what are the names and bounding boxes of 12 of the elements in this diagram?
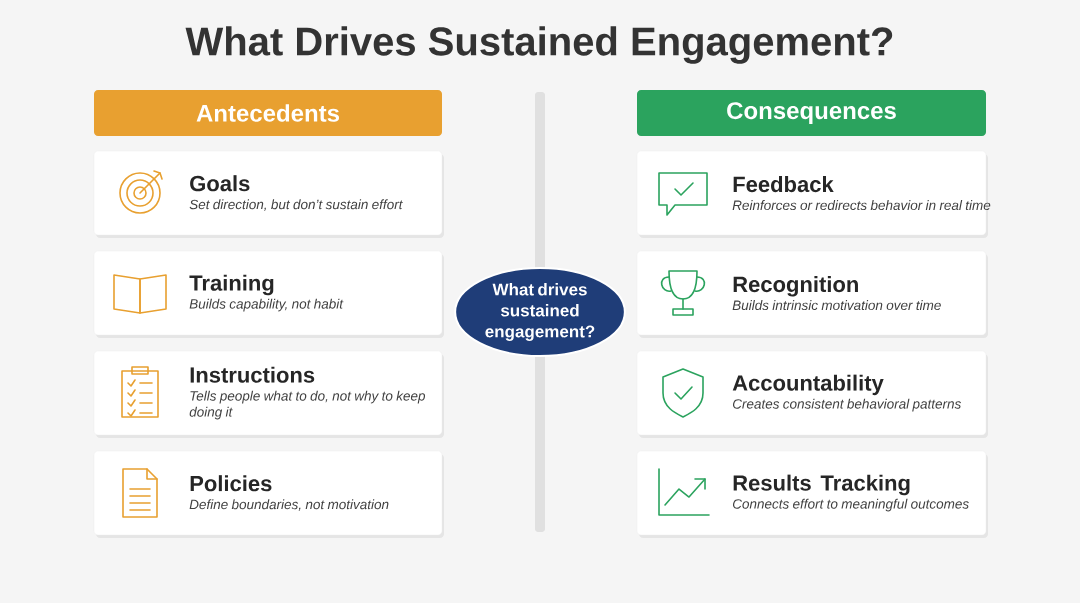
card: Goals Set direction, but don’t sustain effort [93,150,444,238]
card: Training Builds capability, not habit [93,250,444,338]
card: Instructions Tells people what to do, not why to keep doing it [93,350,444,438]
card: Accountability Creates consistent behavioral patterns [636,350,988,438]
card: Feedback Reinforces or redirects behavior in real time [636,150,991,238]
title: What Drives Sustained Engagement? [185,26,893,64]
section-header: Consequences [637,90,986,136]
card: Results Tracking Connects effort to meaningful outcomes [636,450,988,538]
section-header: Antecedents [94,90,442,136]
card: Recognition Builds intrinsic motivation over time [636,250,988,338]
center-oval: What drives sustained engagement? [454,267,626,357]
card: Policies Define boundaries, not motivation [93,450,444,538]
